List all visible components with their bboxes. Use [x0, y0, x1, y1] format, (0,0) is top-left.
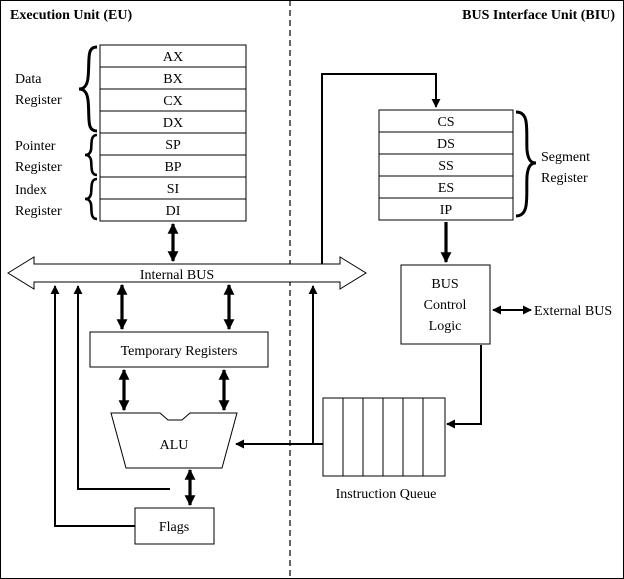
eu-register-stack: AX BX CX DX SP BP SI DI — [99, 44, 247, 222]
pointer-register-label-2: Register — [15, 160, 62, 175]
register-ss-label: SS — [438, 159, 454, 174]
register-cs-label: CS — [437, 115, 454, 130]
flags-feedback-line — [50, 285, 135, 527]
bus-to-segment-line — [321, 73, 441, 264]
register-bp-label: BP — [164, 160, 181, 175]
register-ip — [378, 197, 514, 221]
segment-register-stack: CS DS SS ES IP — [378, 109, 514, 221]
instruction-queue-label: Instruction Queue — [336, 487, 437, 502]
register-es-label: ES — [438, 181, 454, 196]
bus-control-logic-box — [400, 264, 491, 345]
external-bus-label: External BUS — [534, 304, 612, 319]
segment-register-brace — [515, 110, 537, 218]
flags-box — [134, 507, 215, 545]
bus-control-line-1: BUS — [431, 277, 458, 292]
data-register-label-2: Register — [15, 93, 62, 108]
alu-shape — [110, 412, 238, 469]
register-ax-label: AX — [163, 50, 183, 65]
bus-control-line-3: Logic — [429, 319, 462, 334]
index-register-brace — [84, 177, 98, 221]
data-register-label-1: Data — [15, 72, 42, 87]
pointer-register-label-1: Pointer — [15, 139, 56, 154]
internal-bus-arrow — [7, 256, 367, 290]
index-register-label-2: Register — [15, 204, 62, 219]
register-cx-label: CX — [163, 94, 182, 109]
segment-register-label-2: Register — [541, 171, 588, 186]
internal-bus-label: Internal BUS — [140, 268, 214, 283]
temporary-registers-box — [89, 331, 269, 368]
temporary-registers-label: Temporary Registers — [121, 344, 238, 359]
register-sp-label: SP — [165, 138, 181, 153]
index-register-label-1: Index — [15, 183, 47, 198]
segment-register-label-1: Segment — [541, 150, 590, 165]
alu-feedback-line — [73, 285, 170, 490]
register-si-label: SI — [167, 182, 180, 197]
pointer-register-brace — [84, 133, 98, 177]
data-register-brace — [78, 45, 98, 133]
register-dx-label: DX — [163, 116, 183, 131]
register-di-label: DI — [166, 204, 181, 219]
flags-label: Flags — [159, 520, 189, 535]
eu-title: Execution Unit (EU) — [10, 8, 132, 23]
alu-label: ALU — [160, 438, 189, 453]
register-bx-label: BX — [163, 72, 182, 87]
biu-title: BUS Interface Unit (BIU) — [462, 8, 615, 23]
register-ip-label: IP — [440, 203, 453, 218]
instruction-queue-box — [322, 397, 446, 477]
register-di — [99, 198, 247, 222]
register-ds-label: DS — [437, 137, 455, 152]
bus-control-line-2: Control — [424, 298, 467, 313]
instruction-queue — [322, 397, 446, 477]
bus-control-to-queue-line — [446, 345, 482, 429]
